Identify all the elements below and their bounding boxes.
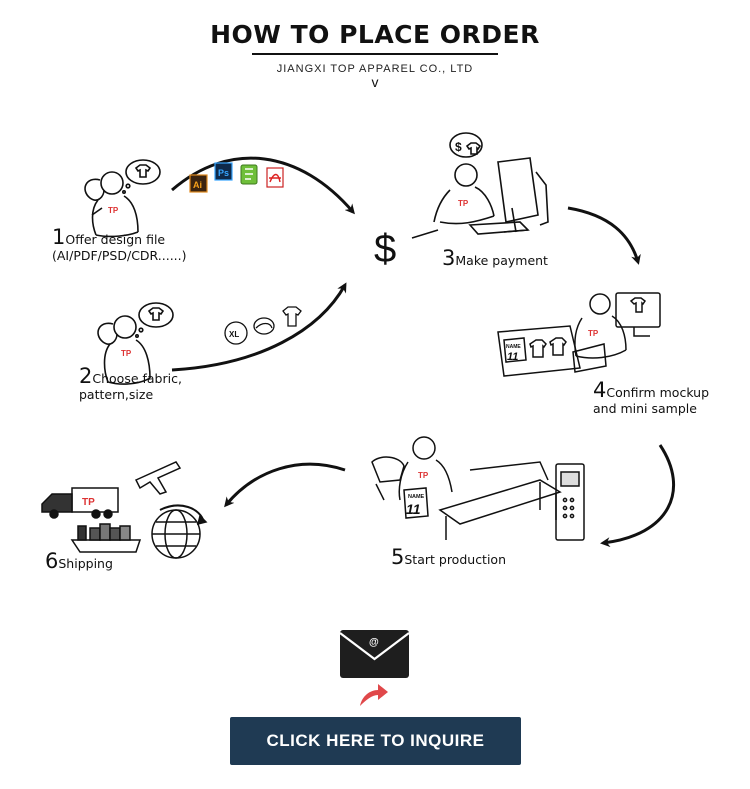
title-underline (252, 53, 498, 55)
pdf-icon (269, 173, 281, 183)
arrow-step1-to-payment (171, 156, 355, 215)
svg-text:$: $ (455, 140, 462, 154)
globe-icon (151, 504, 208, 559)
step-1-label: 1Offer design file (AI/PDF/PSD/CDR......… (52, 227, 187, 264)
arrow-production-to-shipping (224, 462, 346, 508)
tshirt-icon (282, 306, 302, 327)
svg-text:11: 11 (507, 351, 518, 363)
step-number: 5 (391, 545, 405, 569)
svg-text:TP: TP (418, 471, 429, 480)
step-title: Shipping (58, 556, 113, 571)
svg-text:TP: TP (121, 349, 132, 358)
email-envelope-icon: @ (339, 630, 410, 678)
step-2-label: 2Choose fabric, pattern,size (79, 366, 182, 403)
arrow-mockup-to-production (600, 444, 676, 548)
step-subtitle: pattern,size (79, 387, 154, 402)
step-title: Confirm mockup (606, 385, 710, 400)
cargo-ship-icon (70, 523, 142, 553)
step-number: 2 (79, 364, 93, 388)
cdr-icon (245, 168, 253, 180)
step-number: 3 (442, 246, 456, 270)
mockup-review-icon: TP NAME 11 (497, 292, 661, 377)
airplane-icon (134, 461, 182, 495)
svg-text:TP: TP (458, 199, 469, 208)
svg-text:NAME: NAME (408, 494, 425, 500)
svg-text:NAME: NAME (506, 344, 521, 350)
step-3-label: 3Make payment (442, 248, 548, 269)
designer-person-icon: TP (84, 159, 161, 238)
payment-computer-icon: $ TP (433, 132, 549, 235)
size-xl-icon: XL (229, 330, 239, 339)
svg-text:TP: TP (588, 329, 599, 338)
curved-arrow-icon (360, 684, 388, 706)
at-sign-icon: @ (369, 637, 379, 648)
arrow-payment-to-mockup (567, 206, 641, 265)
fabric-options-icons: XL (224, 306, 302, 345)
step-number: 4 (593, 378, 607, 402)
shipping-icons: TP (41, 461, 208, 559)
chevron-down-icon: v (371, 74, 379, 90)
ps-icon: Ps (218, 168, 229, 178)
step-subtitle: and mini sample (593, 401, 697, 416)
step-title: Make payment (455, 253, 548, 268)
step-title: Offer design file (65, 232, 166, 247)
svg-text:11: 11 (406, 501, 421, 517)
inquire-button[interactable]: CLICK HERE TO INQUIRE (230, 717, 521, 765)
step-title: Start production (404, 552, 507, 567)
dollar-icon: $ (374, 227, 396, 271)
step-number: 1 (52, 225, 66, 249)
production-machine-icon: TP NAME 11 (371, 436, 585, 541)
page-title: HOW TO PLACE ORDER (210, 20, 540, 49)
step-6-label: 6Shipping (45, 551, 113, 572)
file-format-icons: Ai Ps (189, 162, 284, 193)
fabric-person-icon: TP (97, 302, 174, 385)
step-number: 6 (45, 549, 59, 573)
step-subtitle: (AI/PDF/PSD/CDR......) (52, 248, 187, 263)
step-title: Choose fabric, (92, 371, 182, 386)
step-5-label: 5Start production (391, 547, 507, 568)
arrow-step2-to-payment (171, 282, 347, 372)
svg-text:TP: TP (82, 497, 95, 508)
svg-text:TP: TP (108, 206, 119, 215)
ai-icon: Ai (193, 180, 202, 190)
truck-icon: TP (41, 487, 119, 519)
company-name: JIANGXI TOP APPAREL CO., LTD (276, 63, 474, 75)
step-4-label: 4Confirm mockup and mini sample (593, 380, 710, 417)
